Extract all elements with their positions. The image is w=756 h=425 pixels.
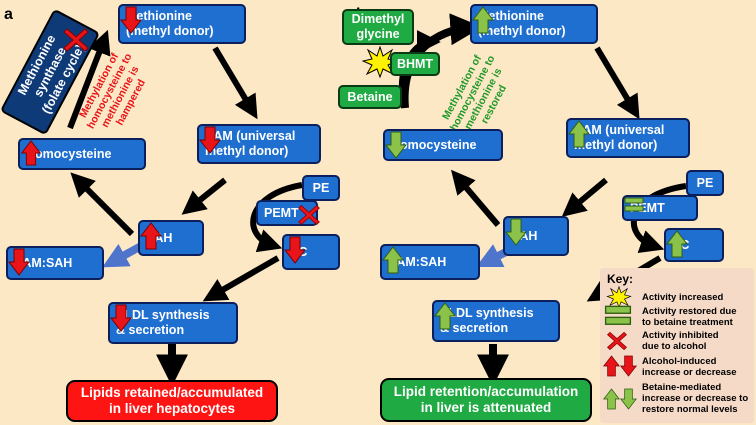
bhmt-box: BHMT — [390, 52, 440, 76]
green-up-arrow-icon — [434, 302, 456, 330]
pemt-label-a: PEMT — [264, 205, 299, 220]
methionine-label-a: Methionine (methyl donor) — [126, 9, 214, 38]
vldl-label-a: VLDL synthesis & secretion — [116, 308, 210, 337]
arrow-sah-to-homocysteine-b — [451, 169, 501, 227]
red-x-icon — [63, 28, 89, 52]
starburst-icon — [362, 46, 398, 78]
arrow-sah-to-homocysteine — [70, 172, 135, 237]
pc-box-a: PC — [282, 234, 340, 270]
arrow-pc-to-vldl — [202, 255, 280, 302]
arrow-sam-to-sah — [181, 177, 227, 215]
arrow-pe-to-pc — [250, 182, 303, 253]
red-x-icon — [298, 204, 320, 226]
green-up-arrow-icon — [382, 246, 404, 274]
equals-icon — [624, 197, 644, 212]
arrow-methionine-to-sam — [212, 46, 258, 120]
dimethylglycine-label: Dimethyl glycine — [351, 12, 405, 41]
arrow-sah-to-samsah — [102, 241, 145, 268]
methionine-box-a: Methionine (methyl donor) — [118, 4, 246, 44]
key-item-increased: Activity increased — [642, 292, 724, 303]
arrow-methionine-to-sam-b — [594, 46, 640, 120]
key-item-restored: Activity restored due to betaine treatme… — [642, 306, 737, 328]
key-item-inhibited: Activity inhibited due to alcohol — [642, 330, 719, 352]
panel-a-arrows — [67, 29, 303, 387]
key-item-alcohol: Alcohol-induced increase or decrease — [642, 356, 737, 378]
pc-box-b: PC — [664, 228, 724, 262]
green-down-arrow-icon — [385, 131, 407, 159]
red-down-arrow-icon — [284, 236, 306, 264]
outcome-box-b: Lipid retention/accumulation in liver is… — [380, 378, 592, 422]
red-down-arrow-icon — [8, 248, 30, 276]
sam-box-a: SAM (universal methyl donor) — [197, 124, 321, 164]
outcome-box-a: Lipids retained/accumulated in liver hep… — [66, 380, 278, 422]
homocysteine-label-b: Homocysteine — [391, 137, 477, 152]
samsah-box-a: SAM:SAH — [6, 246, 104, 280]
green-up-arrow-icon — [568, 120, 590, 148]
pe-label-b: PE — [696, 175, 714, 190]
vldl-box-a: VLDL synthesis & secretion — [108, 302, 238, 344]
vldl-label-b: VLDL synthesis & secretion — [440, 306, 534, 335]
sam-label-b: SAM (universal methyl donor) — [574, 123, 665, 152]
dimethylglycine-box: Dimethyl glycine — [342, 9, 414, 45]
homocysteine-label-a: Homocysteine — [26, 146, 112, 161]
red-down-arrow-icon — [110, 304, 132, 332]
panel-label-a: a — [4, 6, 13, 23]
sam-label-a: SAM (universal methyl donor) — [205, 129, 296, 158]
red-down-arrow-icon — [199, 126, 221, 154]
pemt-box-b: PEMT — [622, 195, 698, 221]
samsah-label-b: SAM:SAH — [388, 254, 447, 269]
arrow-sam-to-sah-b — [561, 177, 608, 217]
vldl-box-b: VLDL synthesis & secretion — [432, 300, 560, 342]
sah-box-b: SAH — [503, 216, 569, 256]
methionine-box-b: Methionine (methyl donor) — [470, 4, 598, 44]
green-up-arrow-icon — [666, 230, 688, 258]
red-up-arrow-icon — [20, 140, 42, 166]
homocysteine-box-b: Homocysteine — [383, 129, 503, 161]
key-item-betaine: Betaine-mediated increase or decrease to… — [642, 382, 749, 415]
green-up-arrow-icon — [472, 6, 494, 34]
key-title: Key: — [607, 272, 634, 286]
red-up-down-arrows-icon — [603, 355, 637, 377]
pe-label-a: PE — [312, 180, 330, 195]
betaine-label: Betaine — [347, 89, 393, 104]
methionine-label-b: Methionine (methyl donor) — [478, 9, 566, 38]
samsah-box-b: SAM:SAH — [380, 244, 480, 280]
red-down-arrow-icon — [120, 6, 142, 34]
pe-box-b: PE — [686, 170, 724, 196]
red-up-arrow-icon — [140, 222, 162, 250]
homocysteine-box-a: Homocysteine — [18, 138, 146, 170]
green-down-arrow-icon — [505, 218, 527, 246]
equals-icon — [604, 305, 632, 325]
sah-box-a: SAH — [138, 220, 204, 256]
red-x-icon — [606, 331, 628, 351]
green-up-down-arrows-icon — [603, 388, 637, 410]
samsah-label-a: SAM:SAH — [14, 255, 73, 270]
sam-box-b: SAM (universal methyl donor) — [566, 118, 690, 158]
pe-box-a: PE — [302, 175, 340, 201]
outcome-label-b: Lipid retention/accumulation in liver is… — [393, 384, 579, 415]
arrow-synthase-to-methionine — [67, 29, 111, 130]
betaine-box: Betaine — [338, 85, 402, 109]
bhmt-label: BHMT — [396, 56, 434, 71]
outcome-label-a: Lipids retained/accumulated in liver hep… — [80, 385, 264, 416]
